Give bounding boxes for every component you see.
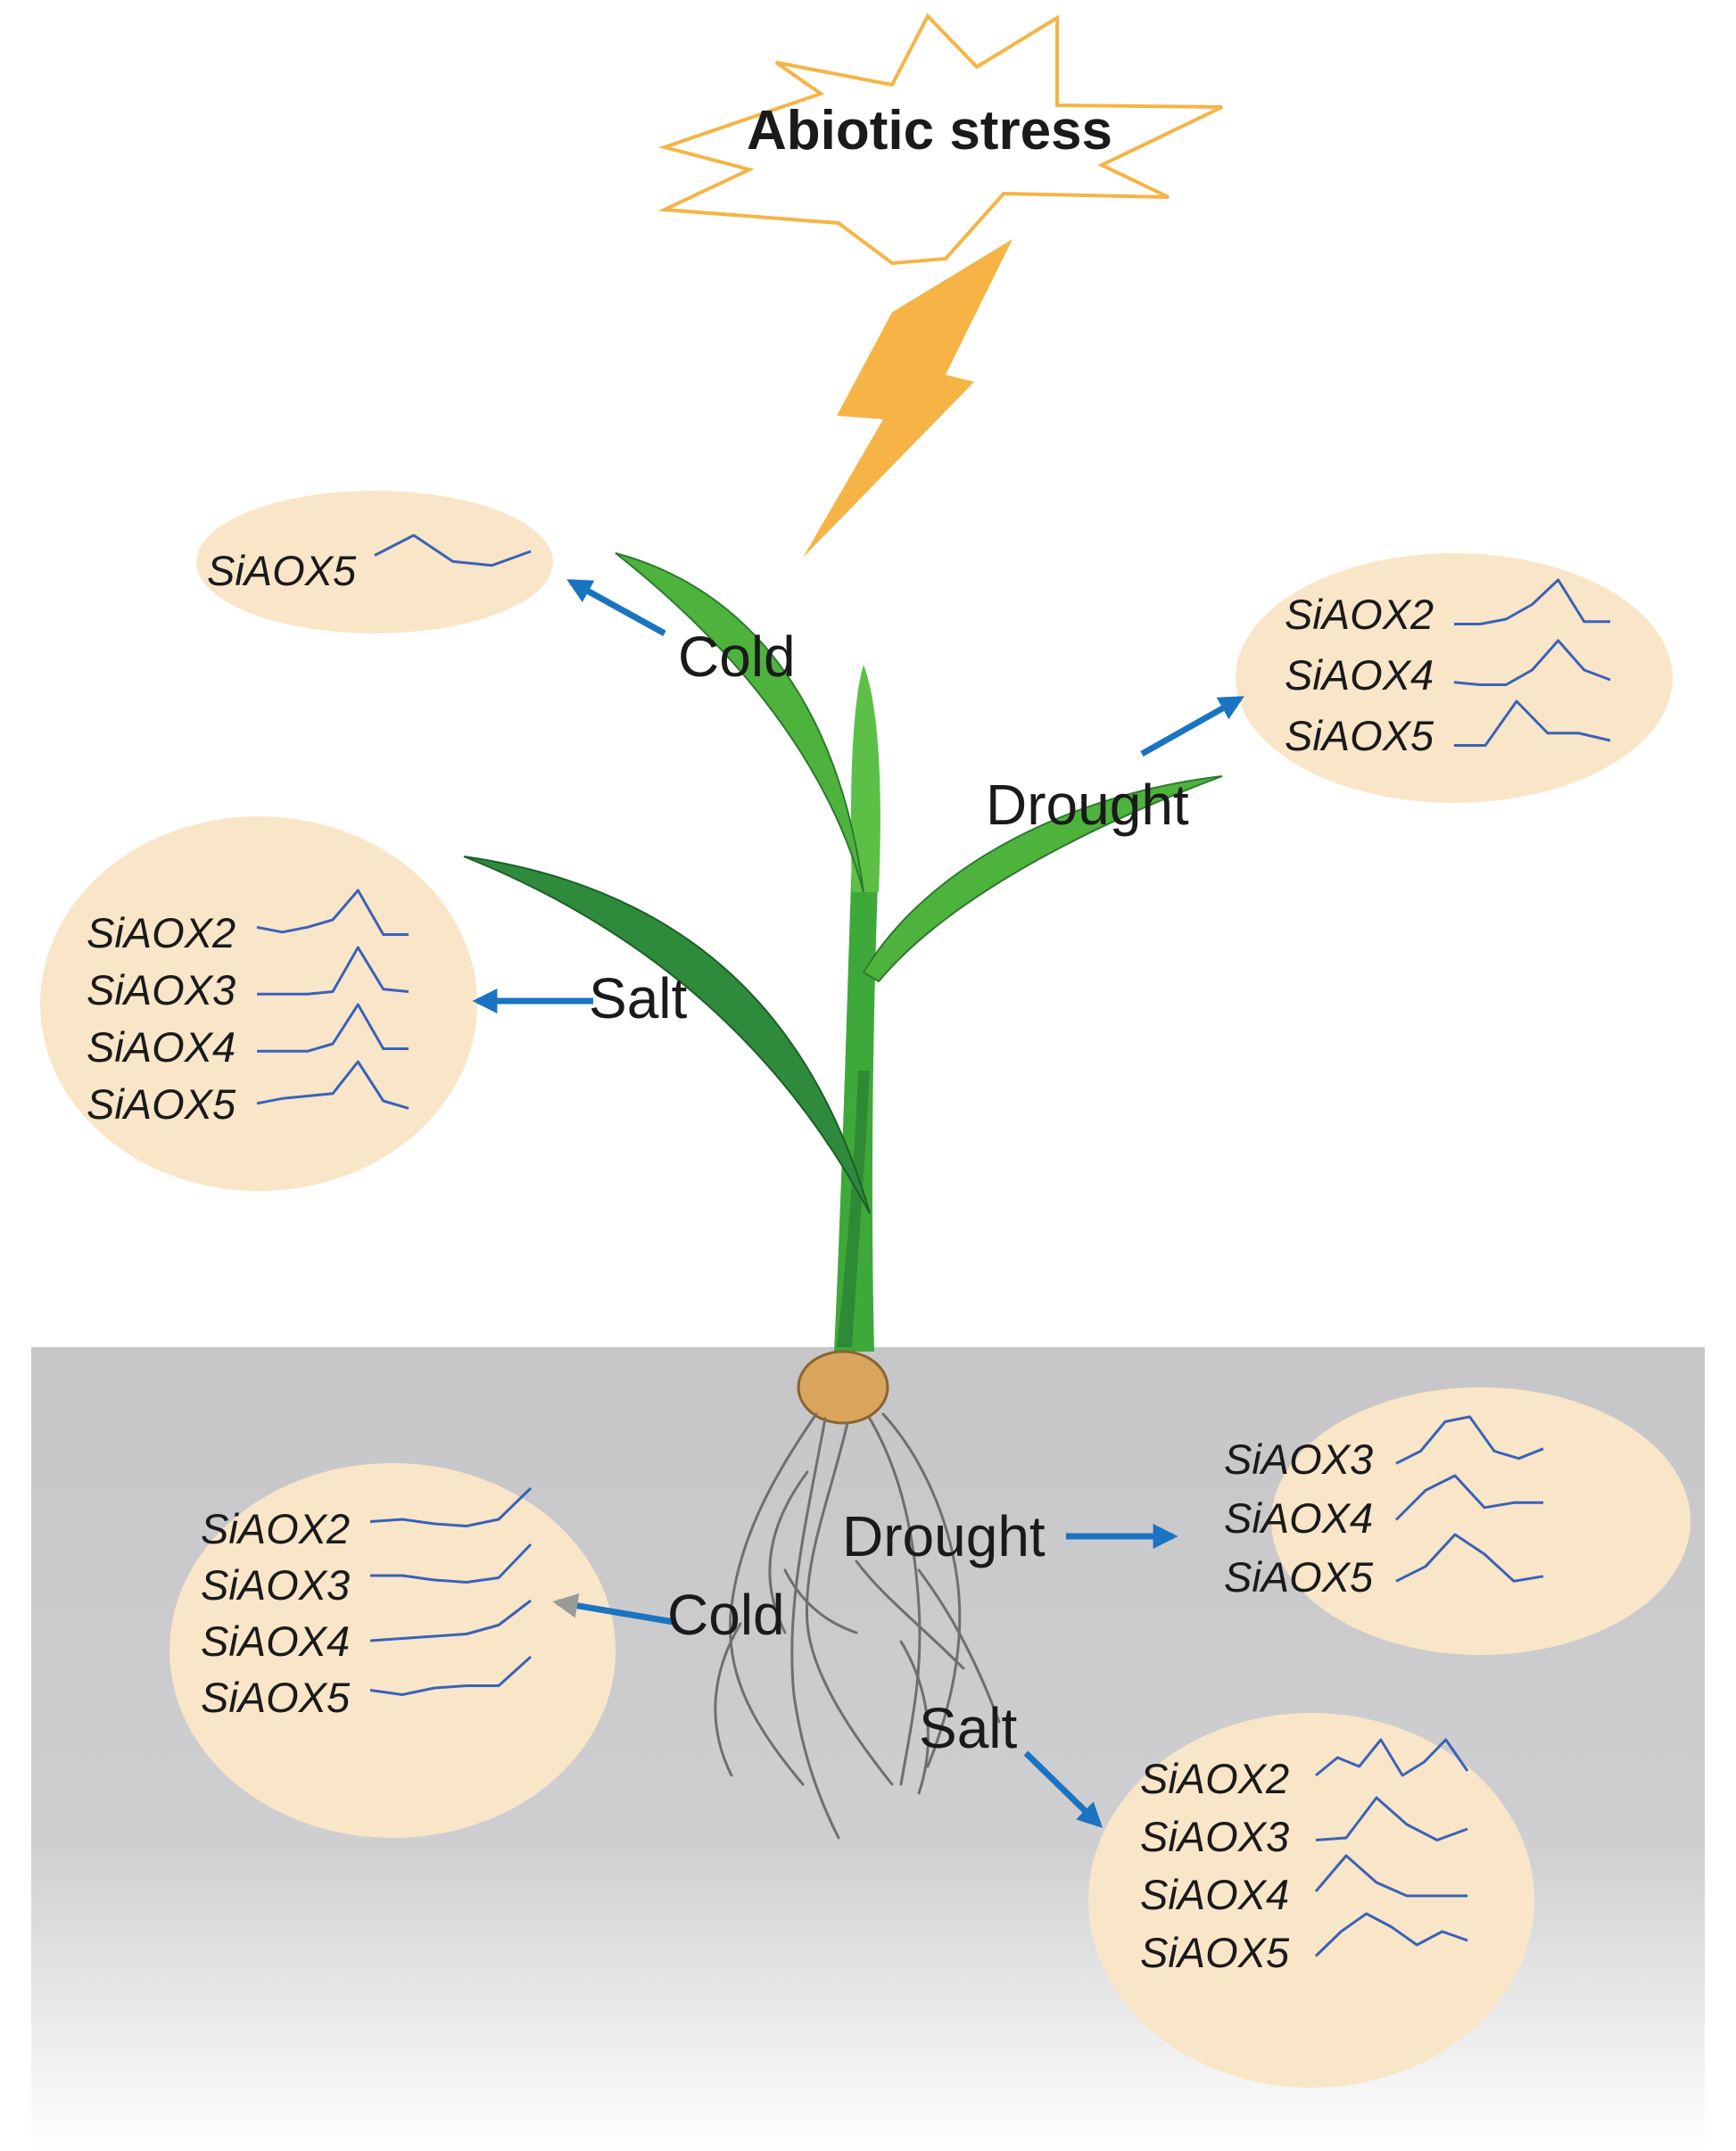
diagram-title: Abiotic stress [747, 100, 1113, 161]
expression-trace-shoot-drought-siaox4 [1453, 639, 1611, 686]
stress-starburst [657, 12, 1223, 266]
gene-label: SiAOX5 [1285, 712, 1434, 759]
arrow-shoot-cold [566, 578, 666, 637]
expression-trace-root-salt-siaox2 [1315, 1738, 1469, 1777]
expression-trace-root-cold-siaox5 [369, 1655, 533, 1696]
stress-label-root-cold: Cold [667, 1583, 785, 1647]
gene-label: SiAOX5 [1224, 1553, 1374, 1601]
gene-label: SiAOX5 [201, 1674, 351, 1721]
leaf-lower-left [463, 856, 871, 1214]
gene-label: SiAOX4 [1140, 1871, 1290, 1918]
gene-label: SiAOX3 [87, 966, 236, 1013]
gene-label: SiAOX3 [1140, 1813, 1290, 1860]
gene-label: SiAOX3 [1224, 1435, 1374, 1483]
expression-trace-root-salt-siaox5 [1314, 1912, 1468, 1957]
seed [797, 1350, 889, 1425]
lightning-bolt-icon [803, 239, 1013, 558]
expression-trace-shoot-salt-siaox5 [256, 1060, 409, 1110]
bubble-root-salt [1088, 1713, 1534, 2088]
expression-trace-shoot-cold-siaox5 [374, 534, 532, 567]
bubble-shoot-drought [1236, 553, 1673, 803]
expression-trace-root-salt-siaox3 [1315, 1796, 1468, 1841]
bubble-root-drought [1271, 1387, 1691, 1655]
expression-trace-root-cold-siaox2 [369, 1486, 533, 1527]
expression-trace-shoot-salt-siaox4 [257, 1003, 409, 1053]
gene-label: SiAOX5 [1140, 1929, 1290, 1976]
gene-label: SiAOX4 [201, 1617, 351, 1665]
gene-label: SiAOX4 [1285, 651, 1434, 699]
expression-trace-root-cold-siaox3 [370, 1543, 533, 1584]
gene-label: SiAOX4 [1224, 1494, 1374, 1542]
gene-label: SiAOX5 [207, 547, 357, 594]
bubble-shoot-cold [196, 491, 553, 633]
expression-traces [256, 534, 1611, 1957]
stress-label-root-salt: Salt [919, 1696, 1018, 1760]
plant-stem-lower [837, 1071, 870, 1347]
expression-trace-root-drought-siaox5 [1395, 1533, 1544, 1583]
gene-label: SiAOX4 [87, 1023, 236, 1071]
bubble-root-cold [169, 1463, 616, 1838]
stress-label-shoot-drought: Drought [986, 773, 1189, 837]
expression-trace-shoot-salt-siaox3 [257, 946, 409, 996]
expression-trace-root-salt-siaox4 [1314, 1854, 1467, 1898]
expression-trace-root-drought-siaox4 [1394, 1474, 1543, 1521]
leaf-upper-right [862, 775, 1223, 983]
gene-label: SiAOX3 [201, 1561, 351, 1609]
leaf-upper-left [615, 552, 864, 893]
plant-stem-main [834, 856, 879, 1352]
gene-label: SiAOX2 [201, 1505, 351, 1552]
stress-label-shoot-cold: Cold [678, 625, 796, 689]
stress-label-root-drought: Drought [842, 1504, 1046, 1568]
expression-trace-shoot-salt-siaox2 [256, 889, 409, 936]
expression-trace-shoot-drought-siaox5 [1454, 699, 1611, 747]
arrow-root-cold [552, 1593, 674, 1626]
expression-trace-root-cold-siaox4 [369, 1599, 532, 1642]
plant-stem-upper [850, 665, 880, 892]
expression-trace-root-drought-siaox3 [1395, 1415, 1544, 1465]
arrow-root-salt [1023, 1750, 1104, 1828]
root-system [714, 1412, 1001, 1840]
gene-label: SiAOX2 [1140, 1755, 1290, 1802]
expression-trace-shoot-drought-siaox2 [1454, 578, 1610, 625]
gene-label: SiAOX2 [87, 909, 236, 956]
stress-label-shoot-salt: Salt [589, 966, 688, 1030]
gene-label: SiAOX2 [1285, 591, 1434, 638]
gene-label: SiAOX5 [87, 1080, 236, 1128]
arrow-shoot-drought [1140, 695, 1244, 757]
